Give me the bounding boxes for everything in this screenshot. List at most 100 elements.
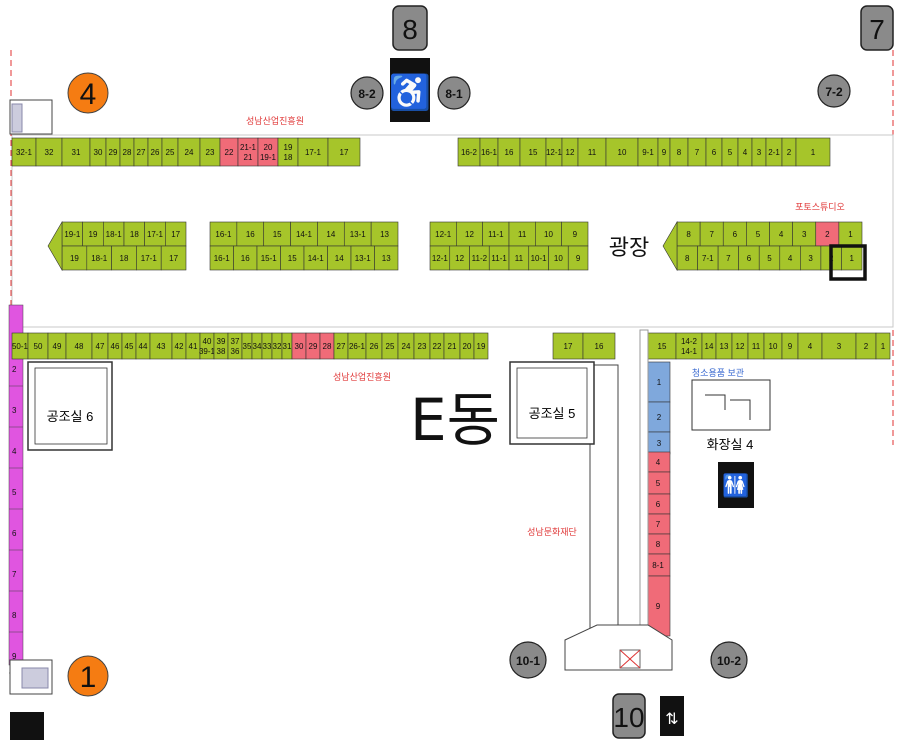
entrance-10-2-marker[interactable]: [710, 641, 748, 679]
sign-culture-foundation: 성남문화재단: [527, 527, 577, 537]
entrance-7-2-marker[interactable]: [817, 74, 851, 108]
island-c-top-cell[interactable]: [561, 221, 589, 247]
entrance-10-1-marker[interactable]: [509, 641, 547, 679]
bottom-row-left-cell-label: 34: [253, 342, 262, 351]
bottom-row-left-cell-label: 19: [477, 342, 486, 351]
island-a-top-cell-label: 18: [130, 230, 139, 239]
top-row-left-cell[interactable]: [297, 137, 329, 167]
bottom-row-left-cell-label: 37: [231, 337, 240, 346]
bottom-row-left-cell-label: 42: [175, 342, 184, 351]
entrance-4-marker[interactable]: [67, 72, 109, 114]
restroom-icon: [718, 462, 754, 508]
island-c-bottom-cell[interactable]: [567, 245, 589, 271]
bottom-row-left-cell-label: 23: [418, 342, 427, 351]
top-row-right-cell[interactable]: [519, 137, 547, 167]
bottom-row-mid-cell[interactable]: [552, 332, 584, 360]
top-row-left-cell[interactable]: [35, 137, 63, 167]
island-d-top-cell-label: 5: [756, 230, 761, 239]
top-row-left-cell-label: 26: [151, 148, 160, 157]
island-c-top-cell[interactable]: [456, 221, 483, 247]
top-row-right-cell[interactable]: [577, 137, 607, 167]
corridor-blue-cell-label: 2: [657, 413, 662, 422]
entrance-8-1-marker[interactable]: [437, 76, 471, 110]
left-column-cell-label: 7: [12, 570, 17, 579]
island-b-top-cell-label: 16: [246, 230, 255, 239]
bottom-row-left-cell-label: 22: [433, 342, 442, 351]
bottom-row-right-cell-label: 14-1: [681, 347, 698, 356]
bottom-row-right-cell-label: 4: [808, 342, 813, 351]
island-c-top-cell-label: 11: [518, 230, 527, 239]
bottom-row-left-cell-label: 50: [34, 342, 43, 351]
aircon-room-5-label: 공조실 5: [529, 406, 576, 421]
entrance-4-label: 4: [80, 78, 97, 111]
island-c-top-cell-label: 12-1: [435, 230, 452, 239]
island-a-bottom-cell-label: 17: [169, 254, 178, 263]
bottom-row-left-cell-label: 50-1: [12, 342, 29, 351]
bottom-row-right-cell[interactable]: [821, 332, 857, 360]
island-c-top-cell-label: 10: [544, 230, 553, 239]
bottom-row-right-cell-label: 10: [769, 342, 778, 351]
island-b-top-cell[interactable]: [290, 221, 318, 247]
top-row-right-cell[interactable]: [795, 137, 831, 167]
island-b-top-cell-label: 13-1: [350, 230, 367, 239]
top-row-left-cell[interactable]: [61, 137, 91, 167]
top-row-right-cell[interactable]: [605, 137, 639, 167]
bottom-row-right-cell-label: 3: [837, 342, 842, 351]
bottom-row-left-cell-label: 49: [53, 342, 62, 351]
bottom-row-right-cell[interactable]: [675, 332, 703, 360]
wheelchair-icon: ♿: [389, 73, 431, 112]
top-row-left-cell-label: 19-1: [260, 153, 277, 162]
top-row-right-cell-label: 12: [566, 148, 575, 157]
bottom-row-right-cell-label: 2: [864, 342, 869, 351]
bottom-row-left-cell-label: 31: [283, 342, 292, 351]
building-label: E동: [410, 386, 500, 454]
island-c-bottom-cell-label: 12: [455, 254, 464, 263]
bottom-row-left-cell[interactable]: [65, 332, 93, 360]
island-a-bottom-cell[interactable]: [111, 245, 137, 271]
island-d-top-cell-label: 7: [709, 230, 714, 239]
top-row-right-cell-label: 10: [618, 148, 627, 157]
top-row-left-cell[interactable]: [327, 137, 361, 167]
island-c-top-cell[interactable]: [482, 221, 510, 247]
corridor-right-cell-label: 8: [656, 540, 661, 549]
island-c-top-cell[interactable]: [429, 221, 457, 247]
bottom-row-left-cell-label: 25: [386, 342, 395, 351]
island-a-bottom-cell[interactable]: [136, 245, 162, 271]
island-b-top-cell[interactable]: [343, 221, 372, 247]
top-row-right-cell-label: 9-1: [642, 148, 654, 157]
bottom-row-left-cell-label: 21: [448, 342, 457, 351]
bottom-row-right-cell[interactable]: [875, 332, 891, 360]
top-row-right-cell-label: 2: [787, 148, 792, 157]
island-c-top-cell[interactable]: [508, 221, 536, 247]
restroom-4-stalls: [705, 394, 751, 420]
bottom-row-right-cell[interactable]: [797, 332, 823, 360]
island-c-bottom-cell-label: 11: [515, 254, 524, 263]
bottom-row-mid-cell[interactable]: [582, 332, 616, 360]
left-column-cell-label: 3: [12, 406, 17, 415]
entrance-7-marker[interactable]: [860, 5, 894, 51]
corridor-blue-cell-label: 3: [657, 439, 662, 448]
entrance-8-2-marker[interactable]: [350, 76, 384, 110]
island-d-top-cell-label: 6: [733, 230, 738, 239]
entrance-10-marker[interactable]: [612, 693, 646, 739]
bottom-row-right-cell-label: 14: [705, 342, 714, 351]
entrance-8-marker[interactable]: [392, 5, 428, 51]
island-a-bottom-cell[interactable]: [160, 245, 187, 271]
bottom-row-right-cell-label: 14-2: [681, 337, 698, 346]
elevator-icon-bg: [660, 696, 684, 736]
island-b-bottom-cell[interactable]: [374, 245, 399, 271]
island-c-top-cell[interactable]: [535, 221, 562, 247]
top-row-left-cell-label: 17: [340, 148, 349, 157]
corridor-exit-area: [564, 624, 673, 671]
island-a-bottom-cell-label: 18-1: [91, 254, 108, 263]
top-row-left-cell[interactable]: [11, 137, 37, 167]
top-row-left-cell-label: 21-1: [240, 143, 257, 152]
island-d-bottom-cell-label: 1: [849, 254, 854, 263]
entrance-10-label: 10: [613, 702, 644, 733]
bottom-row-right-cell-label: 1: [881, 342, 886, 351]
selected-shop-highlight[interactable]: [829, 244, 867, 281]
island-b-top-cell[interactable]: [317, 221, 345, 247]
entrance-1-marker[interactable]: [67, 655, 109, 697]
bottom-row-left-cell-label: 26: [370, 342, 379, 351]
bottom-row-left-cell[interactable]: [473, 332, 489, 360]
